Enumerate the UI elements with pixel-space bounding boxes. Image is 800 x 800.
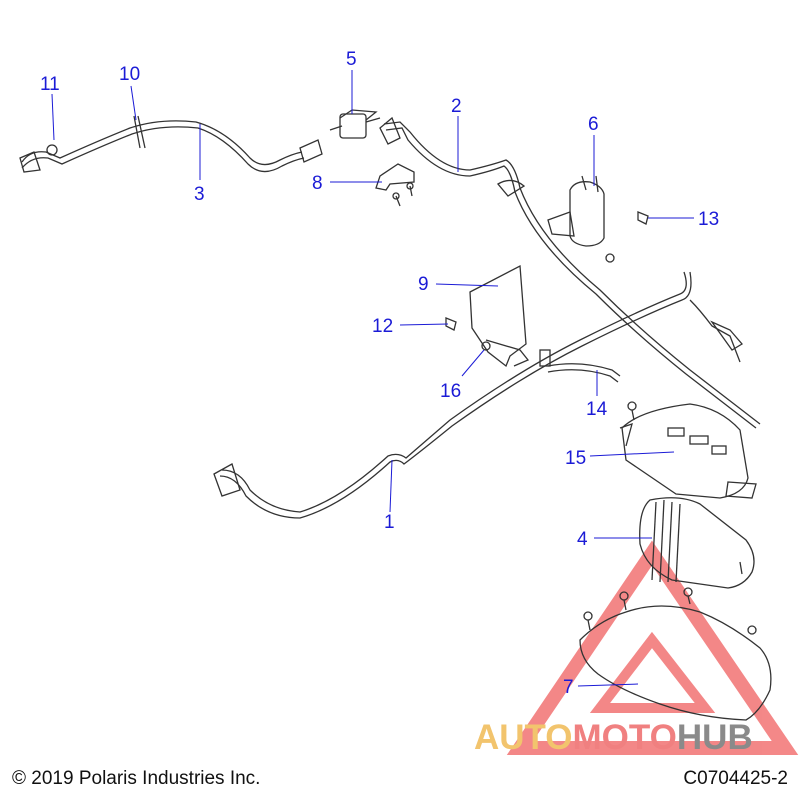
callout-7: 7	[563, 677, 574, 698]
copyright-text: © 2019 Polaris Industries Inc.	[12, 768, 261, 789]
callout-4: 4	[577, 529, 588, 550]
part-9-plate	[469, 264, 530, 368]
part-1-line	[213, 271, 743, 519]
part-8-bracket	[375, 163, 415, 207]
callout-16: 16	[440, 381, 461, 402]
leader-9	[435, 283, 499, 287]
drawing-number: C0704425-2	[683, 768, 788, 789]
callout-11: 11	[40, 74, 60, 95]
part-3-hose	[19, 120, 323, 173]
part-12-bolt	[445, 317, 457, 331]
leader-lines	[51, 70, 694, 687]
part-10-clip	[133, 115, 146, 149]
callout-12: 12	[372, 316, 393, 337]
leader-12	[399, 323, 449, 326]
leader-11	[51, 93, 55, 141]
callout-3: 3	[194, 184, 205, 205]
part-5-valve	[329, 109, 381, 139]
leader-10	[130, 85, 137, 121]
leader-16	[461, 349, 485, 377]
leader-15	[589, 451, 675, 457]
part-2-line	[379, 116, 761, 429]
callout-9: 9	[418, 274, 429, 295]
callout-1: 1	[384, 512, 395, 533]
leader-7	[577, 683, 639, 687]
callout-15: 15	[565, 448, 586, 469]
watermark-moto: MOTO	[572, 718, 677, 757]
part-4-canister	[639, 497, 755, 589]
part-16-nut	[481, 341, 491, 351]
watermark-auto: AUTO	[474, 718, 573, 757]
watermark-triangle	[506, 540, 799, 755]
callout-13: 13	[698, 209, 719, 230]
watermark-hub: HUB	[676, 718, 753, 757]
callout-14: 14	[586, 399, 608, 420]
callout-6: 6	[588, 114, 599, 135]
callout-10: 10	[119, 64, 140, 85]
part-13-bolt	[637, 211, 649, 225]
callout-5: 5	[346, 49, 357, 70]
callout-8: 8	[312, 173, 323, 194]
part-15-shield	[619, 401, 757, 499]
callout-2: 2	[451, 96, 462, 117]
callout-labels: 11 10 3 5 2 8 6 13 9 12 16 14 15 1 4 7	[40, 49, 719, 698]
part-6-canister	[547, 175, 615, 263]
leader-1	[389, 459, 393, 513]
watermark-logo-text: AUTOMOTOHUB	[474, 718, 753, 758]
